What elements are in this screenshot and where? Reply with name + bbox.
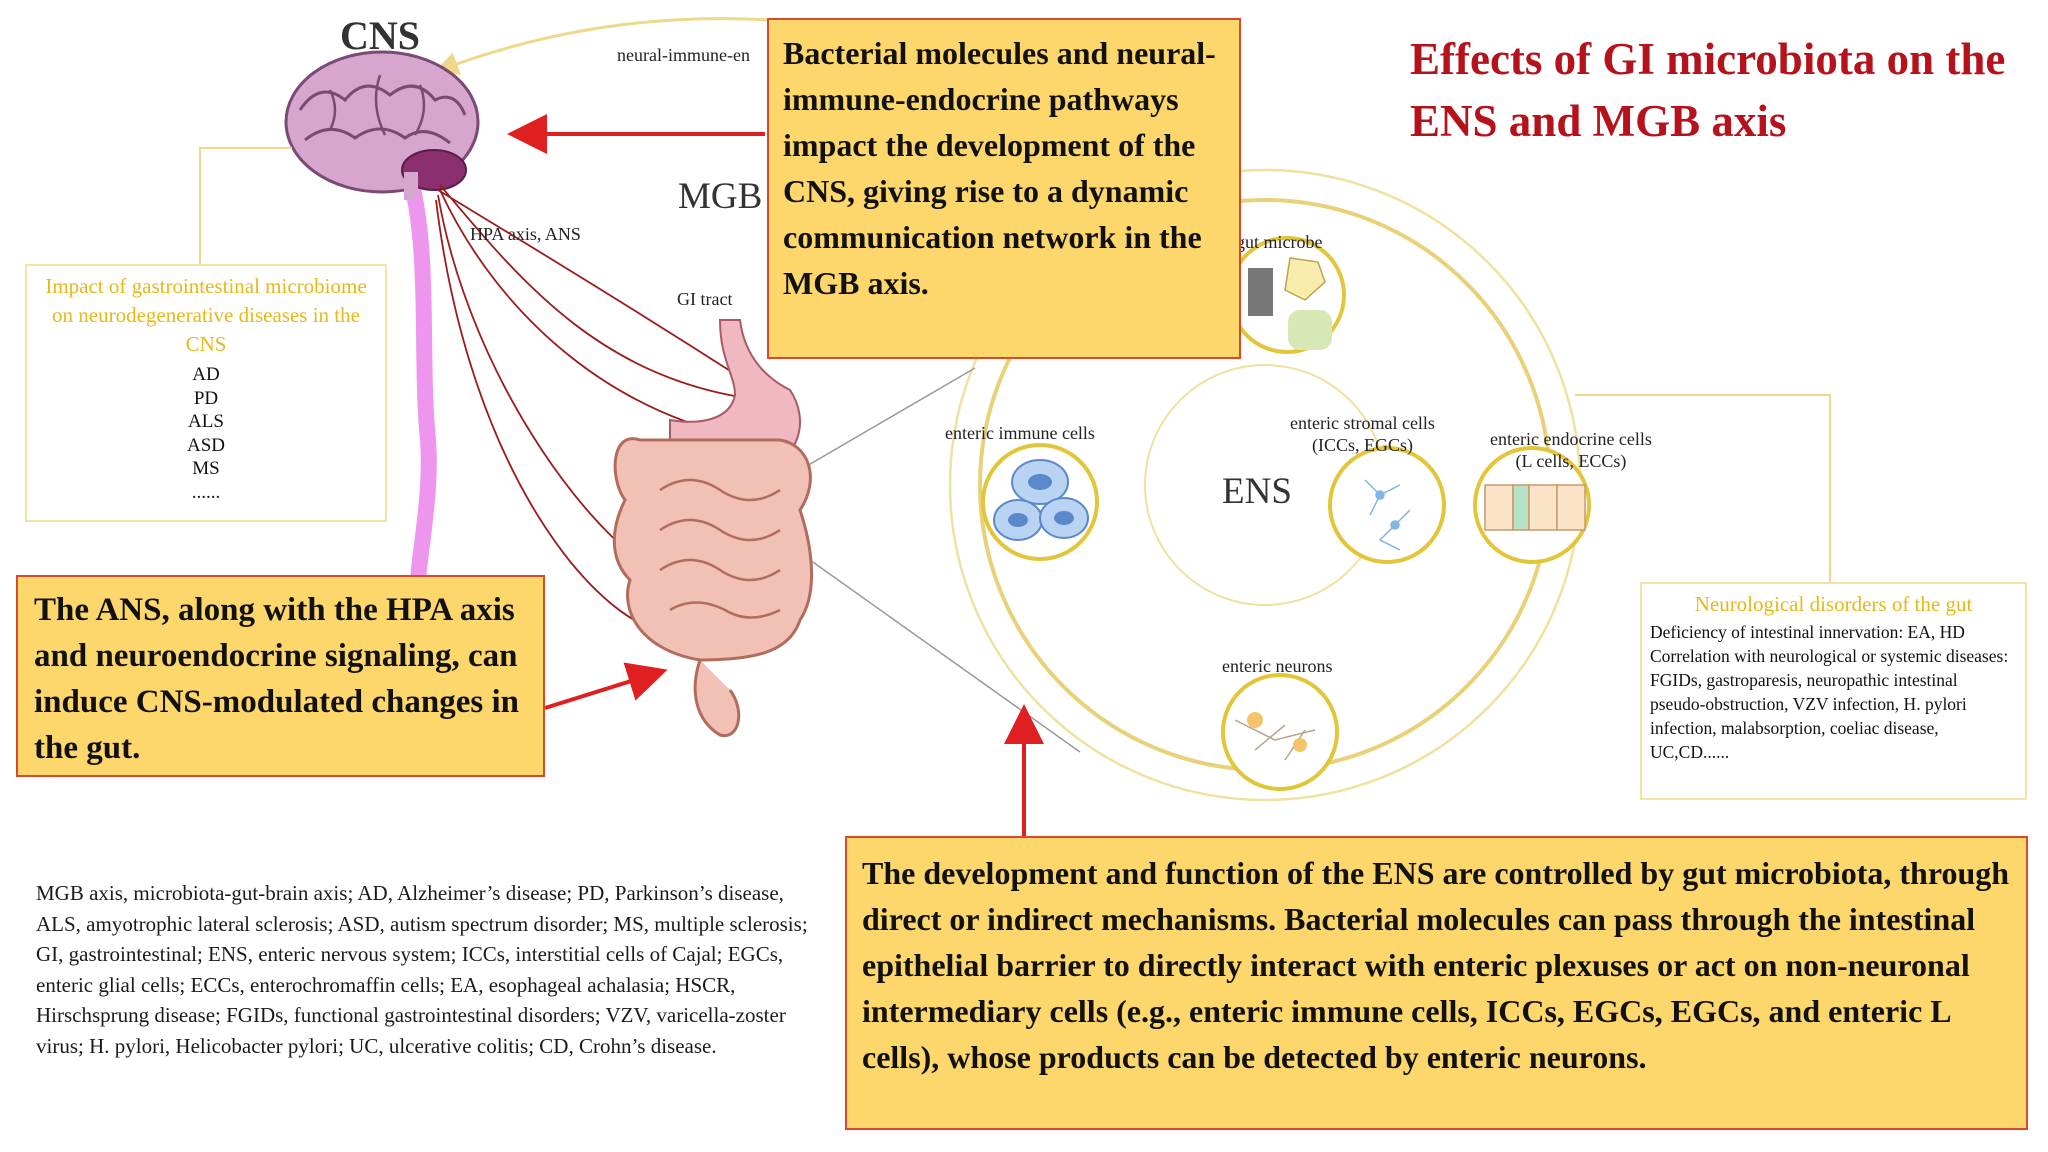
enteric-immune-circle [981, 443, 1099, 561]
brain-illustration [284, 50, 480, 200]
page-title: Effects of GI microbiota on the ENS and … [1410, 34, 2006, 146]
enteric-stromal-label: enteric stromal cells (ICCs, EGCs) [1290, 412, 1435, 456]
enteric-endocrine-title: enteric endocrine cells [1490, 429, 1652, 449]
enteric-endocrine-sub: (L cells, ECCs) [1515, 451, 1627, 471]
list-item: ...... [191, 481, 221, 503]
callout-ans-hpa: The ANS, along with the HPA axis and neu… [16, 575, 545, 777]
enteric-stromal-sub: (ICCs, EGCs) [1311, 435, 1413, 455]
list-item: AD [192, 364, 220, 385]
ens-label: ENS [1222, 471, 1292, 512]
enteric-neurons-label: enteric neurons [1222, 656, 1333, 676]
callout-ens-control: The development and function of the ENS … [845, 836, 2028, 1130]
gut-disorder-box-body: Deficiency of intestinal innervation: EA… [1650, 622, 2009, 762]
feedback-arc [434, 17, 771, 75]
gut-disorder-box: Neurological disorders of the gut Defici… [1640, 582, 2027, 800]
enteric-stromal-title: enteric stromal cells [1290, 413, 1435, 433]
list-item: ALS [188, 411, 224, 432]
list-item: PD [193, 387, 219, 409]
spinal-cord [404, 177, 437, 588]
mgb-label: MGB [678, 176, 763, 217]
enteric-neurons-circle [1221, 673, 1339, 791]
gut-microbe-circle [1228, 236, 1346, 354]
gut-box-connector [1575, 394, 1831, 582]
gi-tract-label: GI tract [677, 289, 733, 309]
abbreviation-legend: MGB axis, microbiota-gut-brain axis; AD,… [36, 881, 808, 1058]
arrow-to-gut [544, 662, 668, 710]
enteric-stromal-circle [1328, 446, 1446, 564]
cns-box-connector [199, 147, 292, 264]
enteric-endocrine-circle [1473, 446, 1591, 564]
intestine-illustration [612, 437, 813, 737]
callout-cns-development: Bacterial molecules and neural-immune-en… [767, 18, 1241, 359]
list-item: MS [192, 458, 220, 479]
zoom-line-top [799, 367, 976, 471]
cns-disease-box-header: Impact of gastrointestinal microbiome on… [45, 274, 367, 356]
cns-label: CNS [340, 13, 421, 58]
neural-immune-label: neural-immune-en [617, 45, 750, 65]
enteric-endocrine-label: enteric endocrine cells (L cells, ECCs) [1490, 428, 1652, 472]
list-item: ASD [186, 434, 225, 456]
cns-disease-list: AD PD ALS ASD MS ...... [27, 363, 385, 504]
gut-microbe-label: gut microbe [1236, 232, 1323, 252]
cns-disease-box: Impact of gastrointestinal microbiome on… [25, 264, 387, 522]
hpa-ans-label: HPA axis, ANS [470, 224, 581, 244]
enteric-immune-label: enteric immune cells [945, 423, 1095, 443]
gut-disorder-box-header: Neurological disorders of the gut [1694, 592, 1973, 616]
